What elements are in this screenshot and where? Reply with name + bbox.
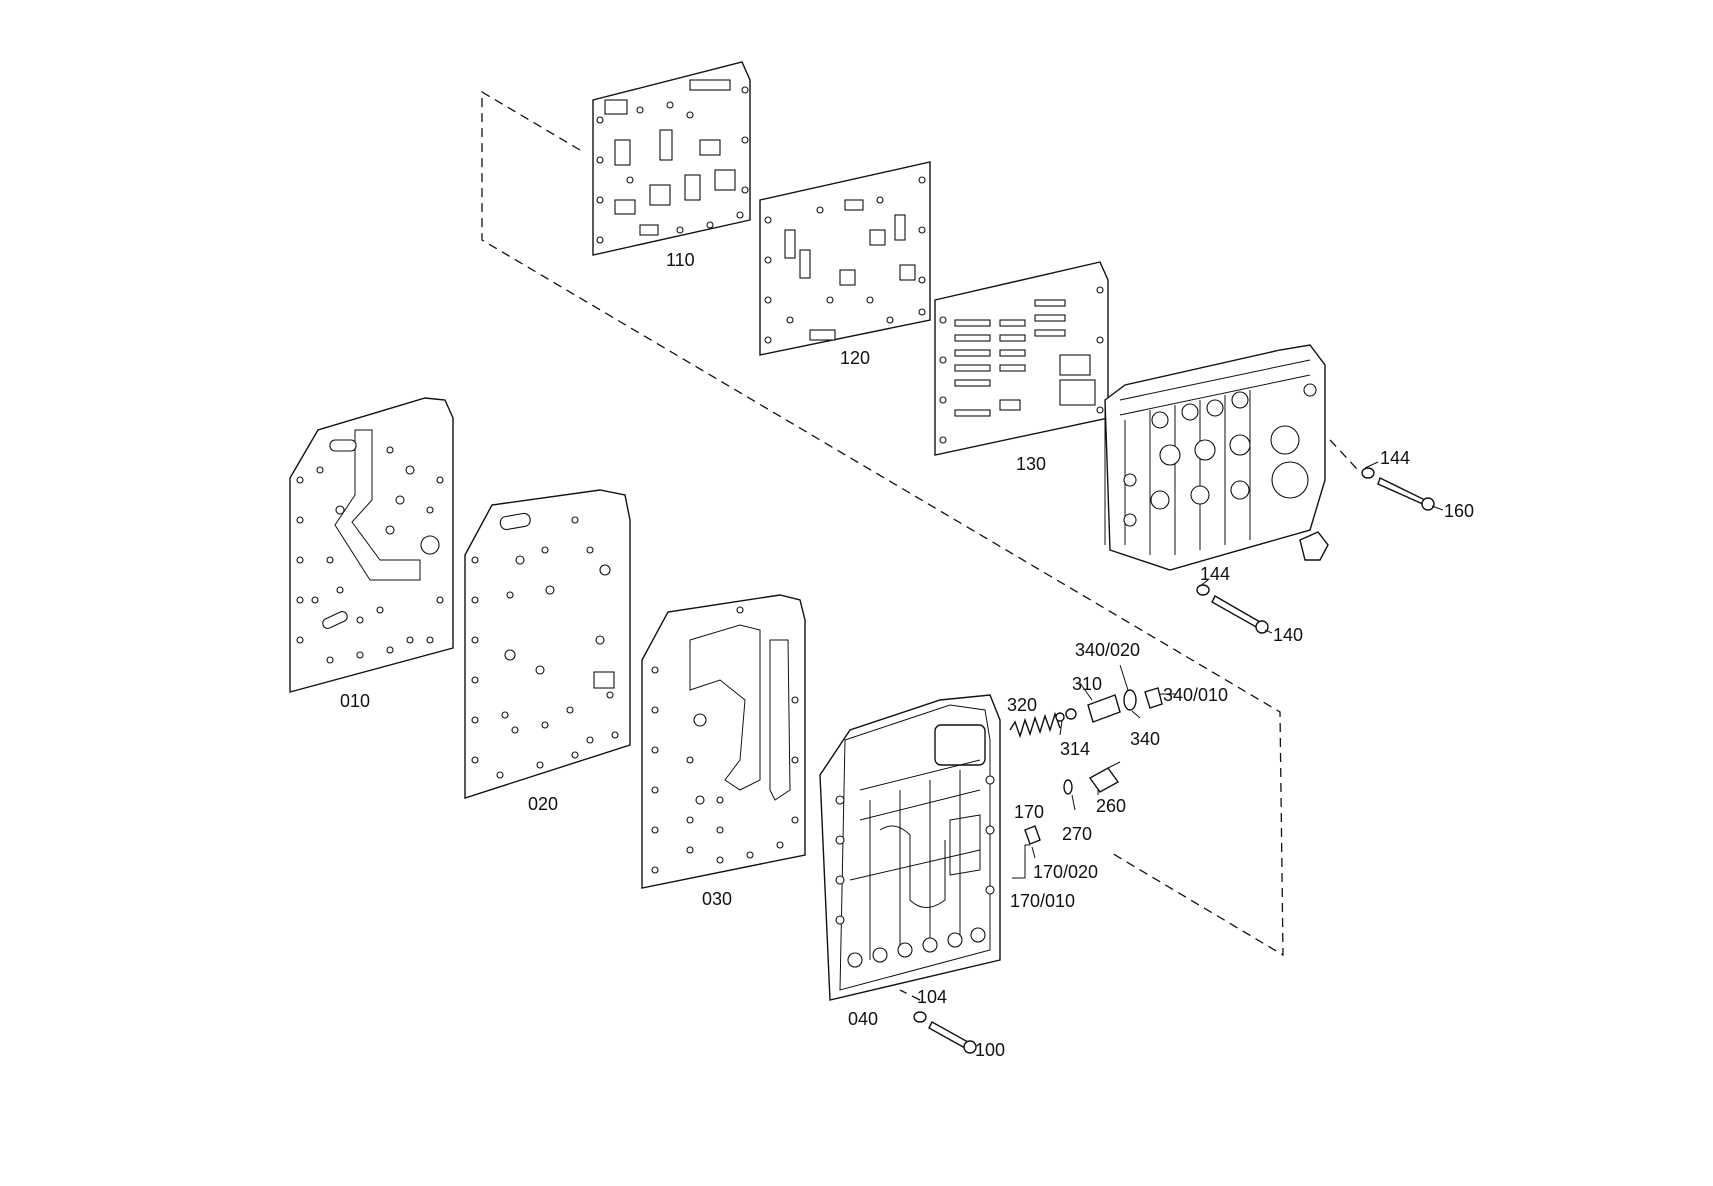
label-170-010: 170/010 [1010,891,1075,911]
label-314: 314 [1060,739,1090,759]
label-310: 310 [1072,674,1102,694]
plate-120 [759,161,931,356]
valve-body-104 [819,694,1001,1001]
valve-body-rear-bores [1123,383,1317,527]
plate-110 [592,61,751,256]
plug-170 [1024,825,1041,845]
label-040: 040 [848,1009,878,1029]
o-ring-270 [1063,779,1073,795]
label-340-020: 340/020 [1075,640,1140,660]
label-100: 100 [975,1040,1005,1060]
plate-120-features [764,176,926,344]
sleeve-310 [1087,694,1121,723]
label-130: 130 [1016,454,1046,474]
label-010: 010 [340,691,370,711]
ring-314 [1065,708,1077,720]
label-320: 320 [1007,695,1037,715]
plate-030-holes [651,606,799,874]
sensor-260 [1088,767,1120,793]
label-270: 270 [1062,824,1092,844]
plate-020 [464,489,631,799]
plate-020-holes [471,516,619,779]
seal-ring-340 [1123,689,1137,711]
label-340-010: 340/010 [1163,685,1228,705]
valve-body-104-bosses [835,775,995,968]
label-120: 120 [840,348,870,368]
label-170: 170 [1014,802,1044,822]
plate-130-features [939,286,1104,444]
label-340: 340 [1130,729,1160,749]
hardware [913,467,1435,1054]
plate-130 [934,261,1109,456]
part-labels: 010 020 030 040 100 104 110 120 130 144 … [340,250,1474,1060]
washer-040 [913,1011,927,1023]
washer-144-upper [1361,467,1375,479]
plug-340-010 [1144,687,1163,709]
plate-110-features [596,79,749,244]
valve-body-rear [1104,344,1329,571]
label-170-020: 170/020 [1033,862,1098,882]
label-030: 030 [702,889,732,909]
label-140: 140 [1273,625,1303,645]
label-144-lower: 144 [1200,564,1230,584]
screw-160 [1377,477,1426,507]
screw-100 [928,1021,969,1049]
washer-144-lower [1196,584,1210,596]
plate-010 [289,397,454,693]
leader-lines [1012,461,1444,879]
label-110: 110 [666,250,695,270]
label-160: 160 [1444,501,1474,521]
label-104: 104 [917,987,947,1007]
screw-140 [1211,595,1261,630]
label-260: 260 [1096,796,1126,816]
label-144-upper: 144 [1380,448,1410,468]
plate-010-holes [296,446,444,664]
plate-030 [641,594,806,889]
assembly-dashed-lines [481,90,1359,1001]
label-020: 020 [528,794,558,814]
spring-320 [1009,711,1061,739]
